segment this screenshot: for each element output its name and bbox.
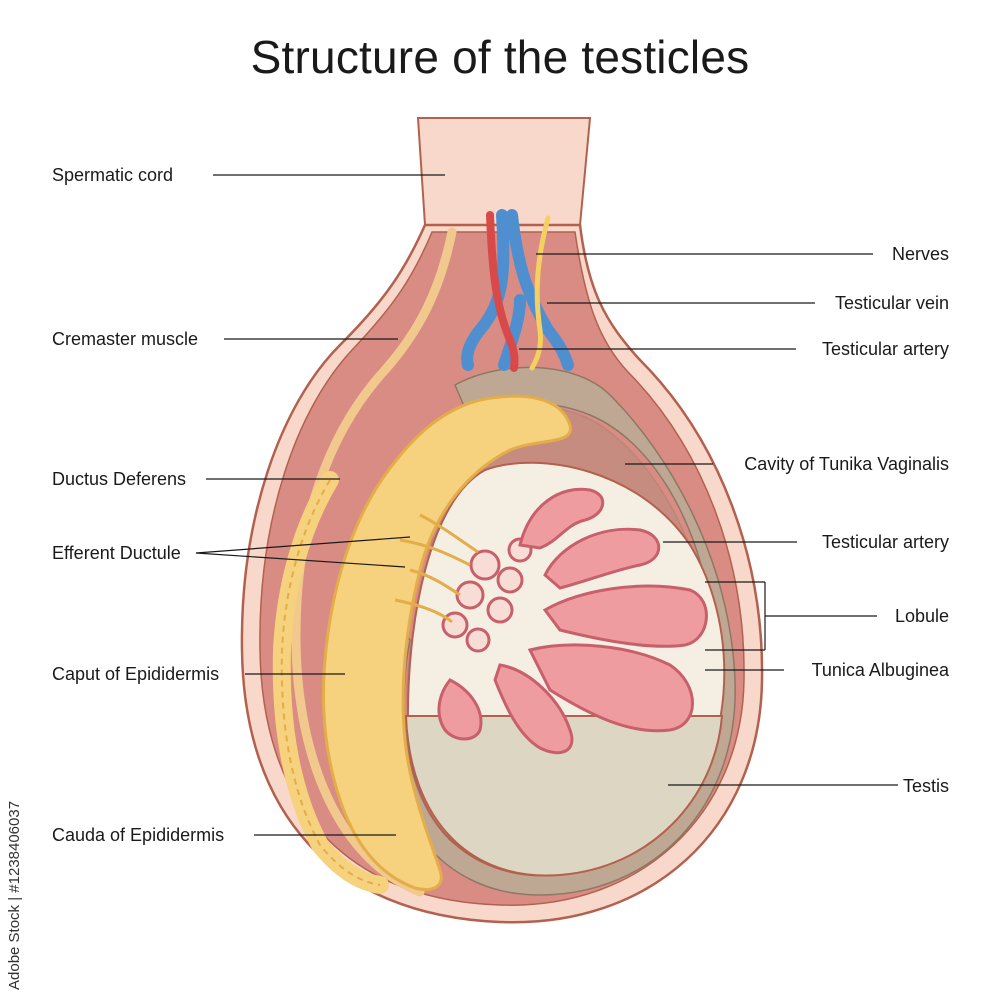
epididymis-shape	[321, 394, 572, 891]
label-nerves: Nerves	[891, 244, 949, 264]
label-cremaster-muscle: Cremaster muscle	[52, 329, 199, 349]
label-testicular-artery-mid: Testicular artery	[821, 532, 949, 552]
label-caput-epididermis: Caput of Epididermis	[52, 664, 220, 684]
efferent-ductules-shape	[394, 513, 479, 624]
leader-lines	[195, 174, 898, 836]
label-cavity-tunika-vaginalis: Cavity of Tunika Vaginalis	[744, 454, 949, 474]
testis-bottom-shape	[404, 715, 724, 877]
label-tunica-albuginea: Tunica Albuginea	[811, 660, 949, 680]
diagram-title: Structure of the testicles	[250, 31, 750, 83]
stock-credit: Adobe Stock | #1238406037	[6, 800, 23, 990]
spermatic-cord-shape	[416, 117, 592, 226]
rete-testis-shape	[441, 537, 533, 653]
nerve-shape	[529, 215, 551, 371]
label-testis: Testis	[902, 776, 949, 796]
label-spermatic-cord: Spermatic cord	[52, 165, 174, 185]
ductus-deferens-edge	[280, 479, 381, 886]
lobules-shape	[437, 487, 708, 755]
label-cauda-epididermis: Cauda of Epididermis	[52, 825, 225, 845]
testicular-vein-shape	[461, 209, 574, 371]
label-efferent-ductule: Efferent Ductule	[52, 543, 181, 563]
testicular-artery-shape	[486, 211, 519, 372]
label-lobule: Lobule	[894, 606, 949, 626]
label-ductus-deferens: Ductus Deferens	[52, 469, 187, 489]
label-testicular-artery-top: Testicular artery	[821, 339, 949, 359]
label-testicular-vein: Testicular vein	[834, 293, 949, 313]
